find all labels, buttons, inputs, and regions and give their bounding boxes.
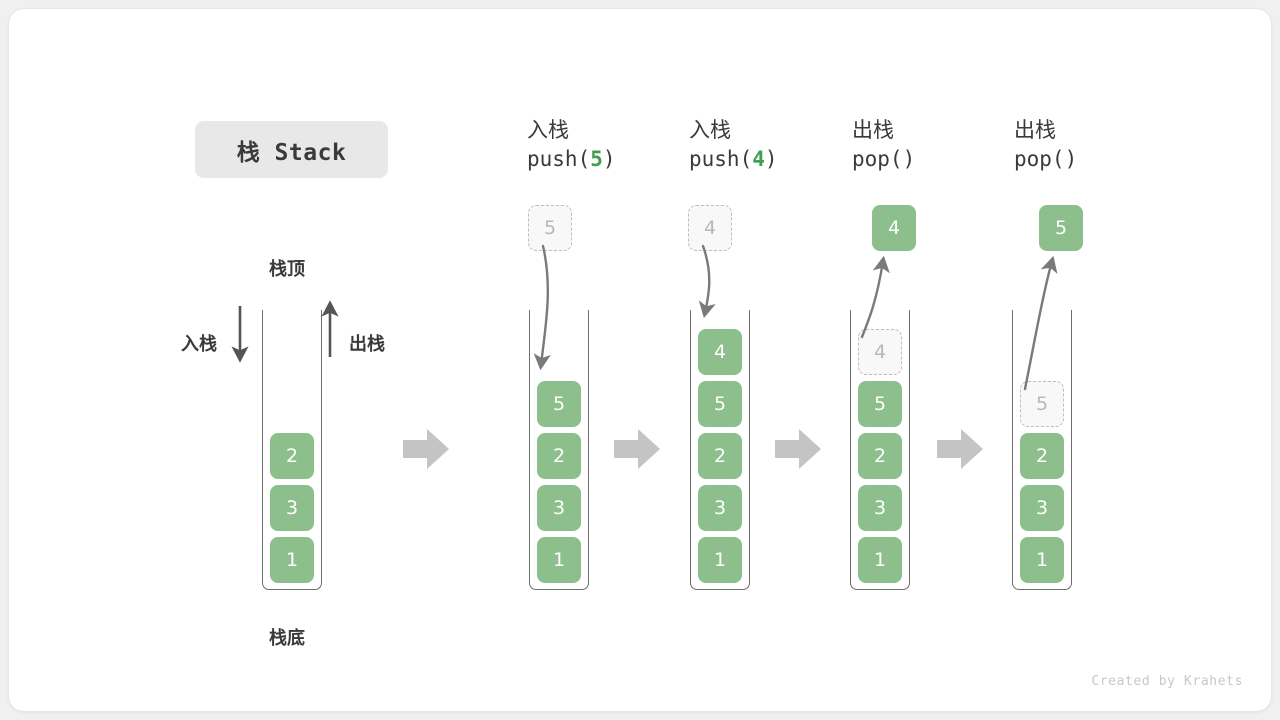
column-header-line2: pop() — [1014, 146, 1078, 171]
column-header-push-5: 入栈 push(5) — [527, 116, 616, 174]
stack-container-pop-1 — [850, 310, 910, 590]
column-header-line1: 入栈 — [689, 118, 731, 142]
stack-cell: 2 — [858, 433, 902, 479]
stack-cell: 1 — [537, 537, 581, 583]
column-header-line1: 出栈 — [852, 118, 894, 142]
incoming-ghost-cell: 4 — [688, 205, 732, 251]
stack-cell: 1 — [270, 537, 314, 583]
push-direction-label: 入栈 — [181, 334, 217, 355]
stack-cell-ghost: 4 — [858, 329, 902, 375]
transition-arrow — [775, 429, 821, 469]
stack-cell: 3 — [537, 485, 581, 531]
stack-cell: 3 — [1020, 485, 1064, 531]
credit-text: Created by Krahets — [1091, 674, 1243, 689]
page-title: 栈 Stack — [236, 139, 347, 166]
column-header-line1: 出栈 — [1014, 118, 1056, 142]
stack-cell: 2 — [537, 433, 581, 479]
stack-cell: 2 — [270, 433, 314, 479]
stack-cell: 3 — [270, 485, 314, 531]
pop-direction-label: 出栈 — [349, 334, 385, 355]
transition-arrow — [937, 429, 983, 469]
stack-top-label: 栈顶 — [269, 259, 305, 280]
column-header-pop-2: 出栈 pop() — [1014, 116, 1077, 174]
push-4-motion-arrow — [698, 244, 716, 319]
stack-cell: 5 — [698, 381, 742, 427]
diagram-card: 栈 Stack 栈顶 栈底 入栈 出栈 2 3 1 入栈 push(5) 5 5… — [8, 8, 1272, 712]
stack-cell: 1 — [1020, 537, 1064, 583]
column-header-line1: 入栈 — [527, 118, 569, 142]
stack-cell: 2 — [698, 433, 742, 479]
stack-cell: 1 — [698, 537, 742, 583]
outgoing-cell: 5 — [1039, 205, 1083, 251]
stack-cell-ghost: 5 — [1020, 381, 1064, 427]
column-header-line2: pop() — [852, 146, 916, 171]
stack-cell: 1 — [858, 537, 902, 583]
stack-container-push-5 — [529, 310, 589, 590]
column-header-push-4: 入栈 push(4) — [689, 116, 778, 174]
stack-bottom-label: 栈底 — [269, 628, 305, 649]
transition-arrow — [403, 429, 449, 469]
column-header-pop-1: 出栈 pop() — [852, 116, 915, 174]
stack-cell: 5 — [537, 381, 581, 427]
incoming-ghost-cell: 5 — [528, 205, 572, 251]
stack-container-initial — [262, 310, 322, 590]
stack-container-pop-2 — [1012, 310, 1072, 590]
stack-cell: 3 — [858, 485, 902, 531]
stack-cell: 3 — [698, 485, 742, 531]
column-header-line2: push(5) — [527, 146, 616, 171]
arrows-overlay — [231, 244, 1058, 469]
stack-cell: 2 — [1020, 433, 1064, 479]
outgoing-cell: 4 — [872, 205, 916, 251]
stack-cell: 5 — [858, 381, 902, 427]
column-header-line2: push(4) — [689, 146, 778, 171]
title-badge: 栈 Stack — [195, 121, 388, 178]
transition-arrow — [614, 429, 660, 469]
stack-container-push-4 — [690, 310, 750, 590]
stack-cell: 4 — [698, 329, 742, 375]
